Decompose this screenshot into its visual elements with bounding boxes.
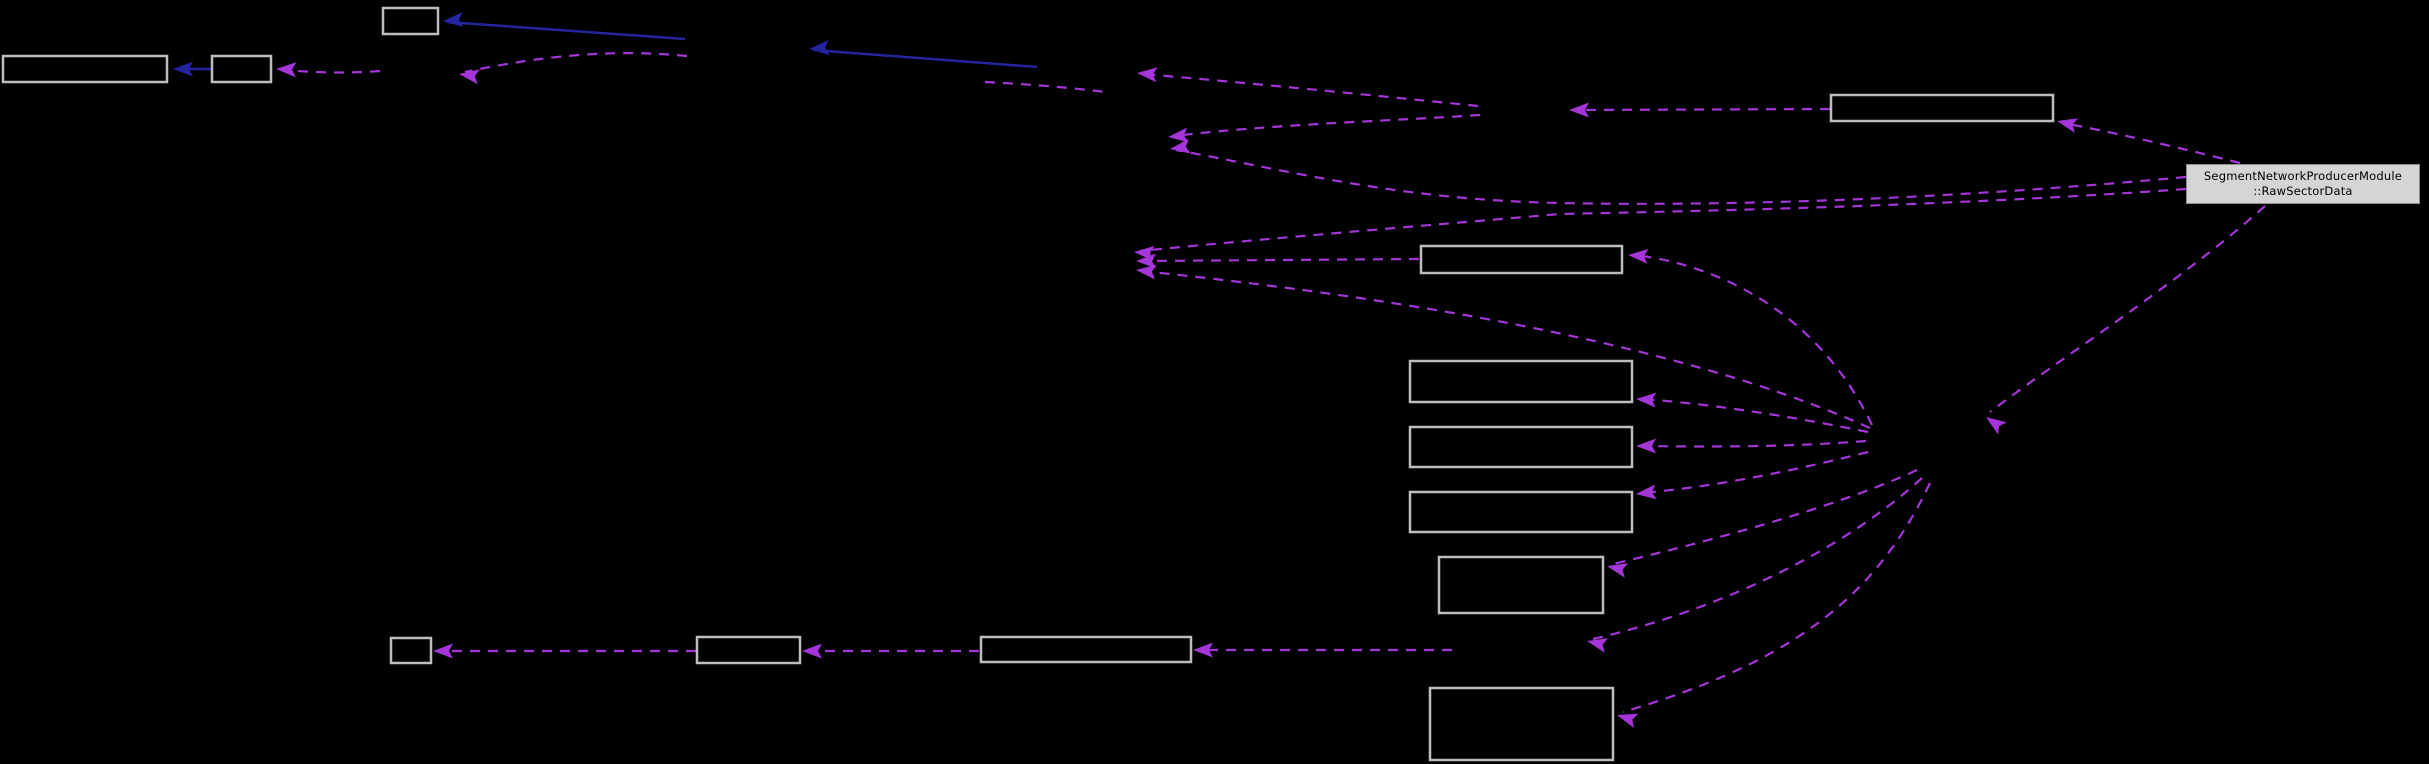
arrowhead-icon xyxy=(802,643,822,659)
arrowhead-icon xyxy=(1168,127,1189,143)
usage-edge xyxy=(1142,72,1479,108)
highlighted-node-label-line2: ::RawSectorData xyxy=(2253,184,2353,198)
node-box-stack-2[interactable] xyxy=(1408,425,1634,469)
highlighted-node-rawsectordata[interactable]: SegmentNetworkProducerModule ::RawSector… xyxy=(2186,164,2420,204)
arrowhead-icon xyxy=(2057,118,2079,133)
inheritance-edge xyxy=(812,48,1038,69)
usage-edge xyxy=(1989,205,2266,413)
usage-edge xyxy=(1622,482,1931,714)
arrowhead-icon xyxy=(1617,713,1639,729)
arrowhead-icon xyxy=(1587,638,1609,653)
arrowhead-icon xyxy=(1628,248,1649,264)
arrowhead-icon xyxy=(1636,438,1656,454)
usage-edge xyxy=(1141,257,1420,263)
usage-edge xyxy=(984,80,1106,94)
arrowhead-icon xyxy=(276,62,297,78)
arrowhead-icon xyxy=(459,69,480,85)
arrowhead-icon xyxy=(433,643,453,659)
node-box-left-wide[interactable] xyxy=(1,54,169,84)
node-box-top[interactable] xyxy=(381,6,440,36)
highlighted-node-label-line1: SegmentNetworkProducerModule xyxy=(2203,169,2403,184)
node-box-bottom-tall[interactable] xyxy=(1428,686,1615,762)
arrowhead-icon xyxy=(1569,102,1589,118)
usage-edge xyxy=(281,68,381,74)
usage-edge xyxy=(464,52,688,74)
node-box-upper-right[interactable] xyxy=(1829,93,2055,123)
usage-edge xyxy=(1641,397,1869,434)
node-box-chain-wide[interactable] xyxy=(979,635,1193,664)
node-box-left-small[interactable] xyxy=(210,54,273,84)
usage-edge xyxy=(1141,269,1871,430)
arrowhead-icon xyxy=(1136,253,1156,269)
usage-edge xyxy=(1173,113,1481,138)
arrowhead-icon xyxy=(1636,392,1657,408)
usage-edge xyxy=(1592,477,1923,641)
node-box-chain-mid[interactable] xyxy=(695,635,802,665)
usage-edge xyxy=(1641,450,1869,495)
arrowhead-icon xyxy=(1137,67,1158,83)
usage-edge xyxy=(1139,187,2187,253)
usage-edge xyxy=(1641,439,1867,448)
node-box-lower[interactable] xyxy=(1437,555,1605,615)
node-box-chain-small[interactable] xyxy=(389,636,433,665)
arrowhead-icon xyxy=(443,12,464,28)
arrowhead-icon xyxy=(1986,417,2007,435)
usage-edge xyxy=(1574,107,1831,112)
node-box-stack-3[interactable] xyxy=(1408,490,1634,534)
usage-edge xyxy=(1175,148,2187,205)
arrowhead-icon xyxy=(1193,642,1213,658)
arrowhead-icon xyxy=(1136,264,1157,280)
usage-edge xyxy=(1633,253,1873,426)
arrowhead-icon xyxy=(173,61,193,77)
usage-edge xyxy=(1612,469,1918,566)
inheritance-edge xyxy=(446,20,686,41)
arrowhead-icon xyxy=(1607,563,1629,578)
node-box-stack-1[interactable] xyxy=(1408,359,1634,404)
arrowhead-icon xyxy=(809,40,830,56)
node-box-mid[interactable] xyxy=(1419,244,1624,275)
arrowhead-icon xyxy=(1636,484,1657,500)
usage-edge xyxy=(2062,121,2241,165)
arrowhead-icon xyxy=(1170,138,1191,154)
